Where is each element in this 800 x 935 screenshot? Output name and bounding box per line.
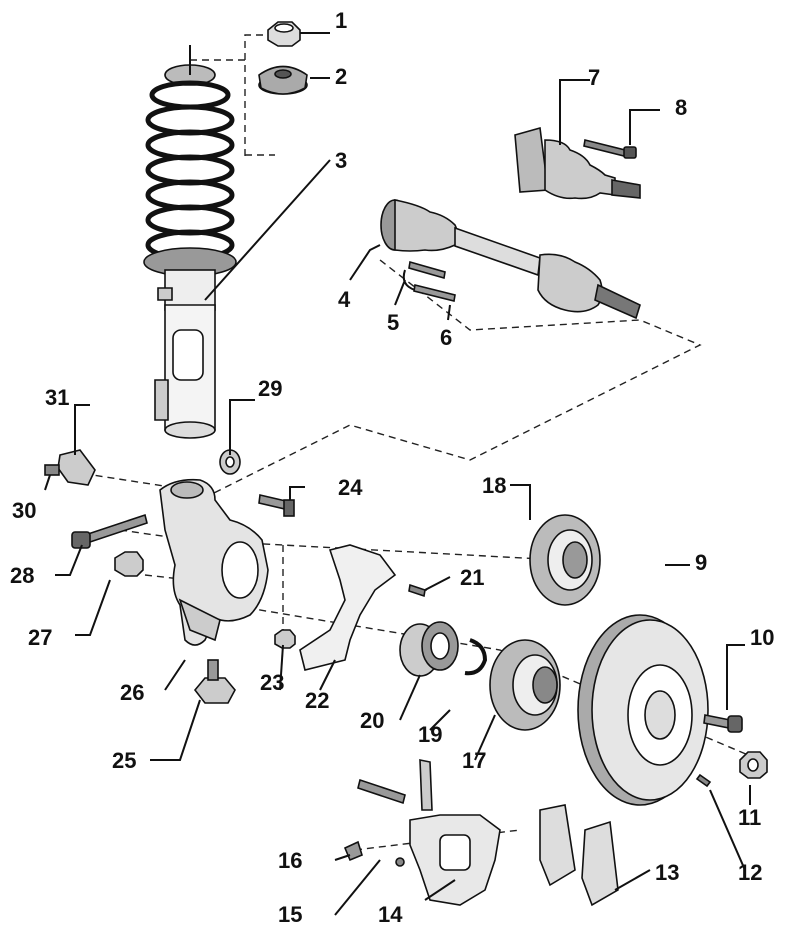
clamp-bracket — [44, 449, 96, 486]
label-4: 4 — [338, 287, 351, 312]
top-bushing — [219, 449, 241, 475]
label-12: 12 — [738, 860, 762, 885]
top-nut — [267, 21, 301, 47]
label-20: 20 — [360, 708, 384, 733]
label-14: 14 — [378, 902, 403, 927]
steering-knuckle — [159, 478, 269, 646]
knuckle-nut — [114, 551, 144, 577]
leader-lines — [44, 32, 751, 916]
label-11: 11 — [738, 805, 761, 830]
coil-spring-strut — [143, 45, 237, 439]
label-8: 8 — [675, 95, 687, 120]
hub-lower — [489, 639, 561, 731]
brake-caliper — [357, 759, 501, 906]
label-30: 30 — [12, 498, 36, 523]
label-13: 13 — [655, 860, 679, 885]
wheel-bearing — [399, 621, 459, 677]
label-10: 10 — [750, 625, 774, 650]
part-labels: 1 2 3 4 5 6 7 8 9 10 11 12 13 14 15 16 1… — [10, 8, 774, 927]
label-29: 29 — [258, 376, 282, 401]
outer-cv-joint — [514, 126, 641, 200]
label-3: 3 — [335, 148, 347, 173]
strut-mount — [258, 65, 308, 95]
label-9: 9 — [695, 550, 707, 575]
wheel-bolt — [703, 714, 743, 733]
label-2: 2 — [335, 64, 347, 89]
label-26: 26 — [120, 680, 144, 705]
label-28: 28 — [10, 563, 34, 588]
label-15: 15 — [278, 902, 302, 927]
disc-screw — [695, 773, 712, 788]
shaft-bolts — [408, 260, 456, 302]
dust-cap — [395, 857, 405, 867]
label-7: 7 — [588, 65, 600, 90]
small-nut — [274, 629, 296, 649]
bleed-screw — [343, 840, 363, 862]
label-18: 18 — [482, 473, 506, 498]
knuckle-bolt — [71, 513, 148, 549]
label-23: 23 — [260, 670, 284, 695]
label-27: 27 — [28, 625, 52, 650]
label-1: 1 — [335, 8, 347, 33]
circlip — [464, 638, 488, 676]
ball-joint — [193, 659, 236, 704]
label-21: 21 — [460, 565, 484, 590]
label-16: 16 — [278, 848, 302, 873]
cv-bolt — [583, 139, 637, 159]
hub-nut — [739, 751, 768, 779]
boot-clamp — [402, 269, 416, 291]
caliper-pin — [258, 494, 295, 517]
label-17: 17 — [462, 748, 486, 773]
brake-pads — [539, 804, 619, 907]
brake-disc — [577, 614, 709, 806]
label-22: 22 — [305, 688, 329, 713]
drive-shaft — [380, 199, 641, 320]
splash-shield — [299, 544, 397, 671]
label-31: 31 — [45, 385, 69, 410]
label-25: 25 — [112, 748, 136, 773]
label-5: 5 — [387, 310, 399, 335]
hub-upper — [529, 514, 601, 606]
label-6: 6 — [440, 325, 452, 350]
label-19: 19 — [418, 722, 442, 747]
label-24: 24 — [338, 475, 363, 500]
shield-bolt — [408, 583, 426, 598]
